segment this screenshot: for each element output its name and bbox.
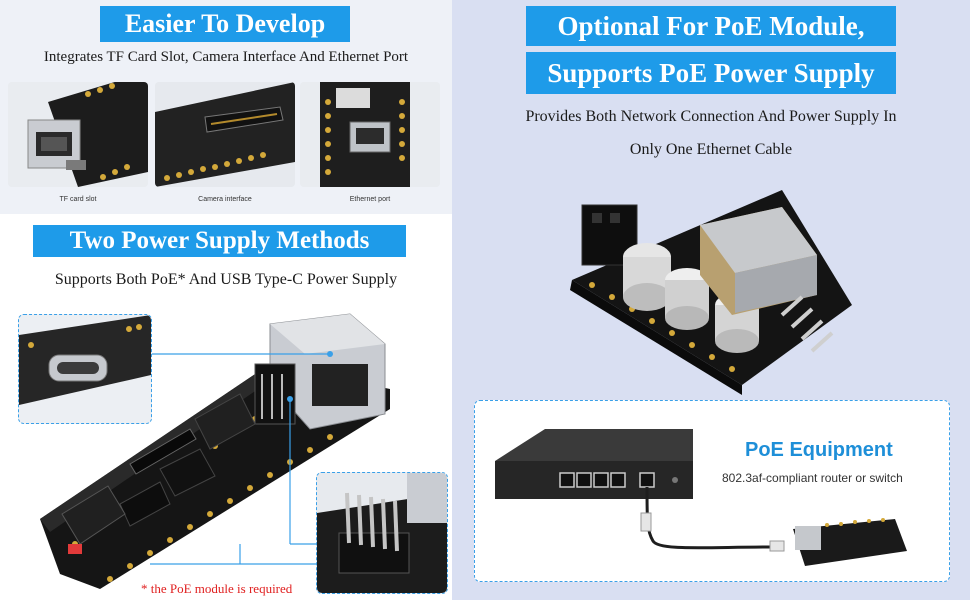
poe-equipment-box: PoE Equipment 802.3af-compliant router o… [474, 400, 950, 582]
poe-equipment-title: PoE Equipment [745, 439, 893, 461]
power-banner: Two Power Supply Methods [33, 225, 406, 257]
poe-equipment-description: 802.3af-compliant router or switch [722, 471, 903, 485]
poe-subtitle-line2: Only One Ethernet Cable [629, 141, 793, 158]
poe-banner-line2: Supports PoE Power Supply [526, 52, 896, 94]
tile-caption-camera: Camera interface [198, 196, 252, 203]
camera-interface-photo [155, 82, 295, 187]
develop-subtitle: Integrates TF Card Slot, Camera Interfac… [43, 49, 409, 65]
tf-card-photo [8, 82, 148, 187]
tile-caption-tf: TF card slot [59, 196, 97, 203]
develop-banner: Easier To Develop [100, 6, 350, 42]
poe-module-photo [570, 190, 852, 395]
poe-banner-line1: Optional For PoE Module, [526, 6, 896, 46]
poe-subtitle-line1: Provides Both Network Connection And Pow… [525, 108, 897, 125]
poe-header-zoom [316, 472, 448, 594]
power-panel: Two Power Supply Methods Supports Both P… [0, 214, 452, 600]
poe-module-note: * the PoE module is required [141, 581, 293, 596]
tile-caption-ethernet: Ethernet port [349, 196, 391, 203]
board-photo [40, 313, 390, 589]
usb-c-zoom [18, 314, 152, 424]
power-subtitle: Supports Both PoE* And USB Type-C Power … [54, 271, 398, 288]
poe-switch-photo [495, 429, 907, 566]
develop-panel: Easier To Develop Integrates TF Card Slo… [0, 0, 452, 214]
ethernet-port-photo [300, 82, 440, 187]
poe-panel: Optional For PoE Module, Supports PoE Po… [452, 0, 970, 600]
